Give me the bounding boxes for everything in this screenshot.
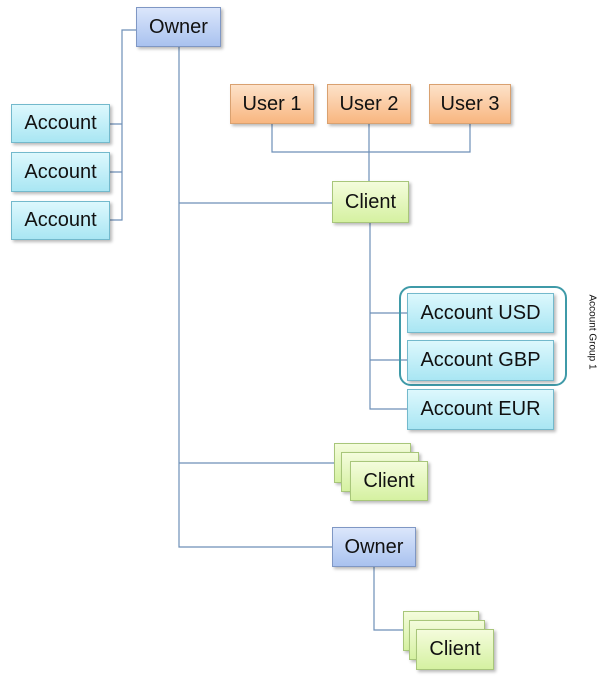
account-node-eur-label: Account EUR [420, 398, 541, 420]
connector-users-client [271, 124, 471, 181]
account-group-label: Account Group 1 [586, 294, 598, 370]
connector-owner-left-accounts [110, 29, 179, 221]
account-node-gbp[interactable]: Account GBP [407, 340, 554, 381]
user-node-2[interactable]: User 2 [327, 84, 411, 124]
owner-node-top-label: Owner [149, 15, 208, 38]
account-node-left-3[interactable]: Account [11, 201, 110, 240]
connector-owner2-client-stack [373, 567, 404, 631]
account-node-left-2-label: Account [24, 160, 97, 183]
account-node-gbp-label: Account GBP [420, 349, 541, 371]
account-node-left-3-label: Account [24, 209, 97, 231]
account-node-left-1-label: Account [24, 112, 97, 134]
user-node-1[interactable]: User 1 [230, 84, 314, 124]
client-node-main[interactable]: Client [332, 181, 409, 223]
user-node-3[interactable]: User 3 [429, 84, 511, 124]
account-node-usd[interactable]: Account USD [407, 293, 554, 333]
user-node-3-label: User 3 [440, 92, 500, 115]
owner-node-second[interactable]: Owner [332, 527, 416, 567]
user-node-1-label: User 1 [242, 92, 302, 115]
owner-node-second-label: Owner [344, 535, 404, 558]
owner-node-top[interactable]: Owner [136, 7, 221, 47]
user-node-2-label: User 2 [339, 92, 399, 115]
client-node-main-label: Client [344, 190, 397, 213]
account-node-usd-label: Account USD [420, 301, 541, 324]
account-node-eur[interactable]: Account EUR [407, 389, 554, 430]
connector-owner-trunk [178, 47, 333, 548]
account-node-left-2[interactable]: Account [11, 152, 110, 192]
account-group-frame [399, 286, 567, 386]
client-stack-2-label: Client [429, 638, 481, 660]
client-stack-1-front[interactable]: Client [350, 461, 428, 501]
client-stack-2-front[interactable]: Client [416, 629, 494, 670]
account-node-left-1[interactable]: Account [11, 104, 110, 143]
client-stack-1-label: Client [363, 469, 415, 492]
